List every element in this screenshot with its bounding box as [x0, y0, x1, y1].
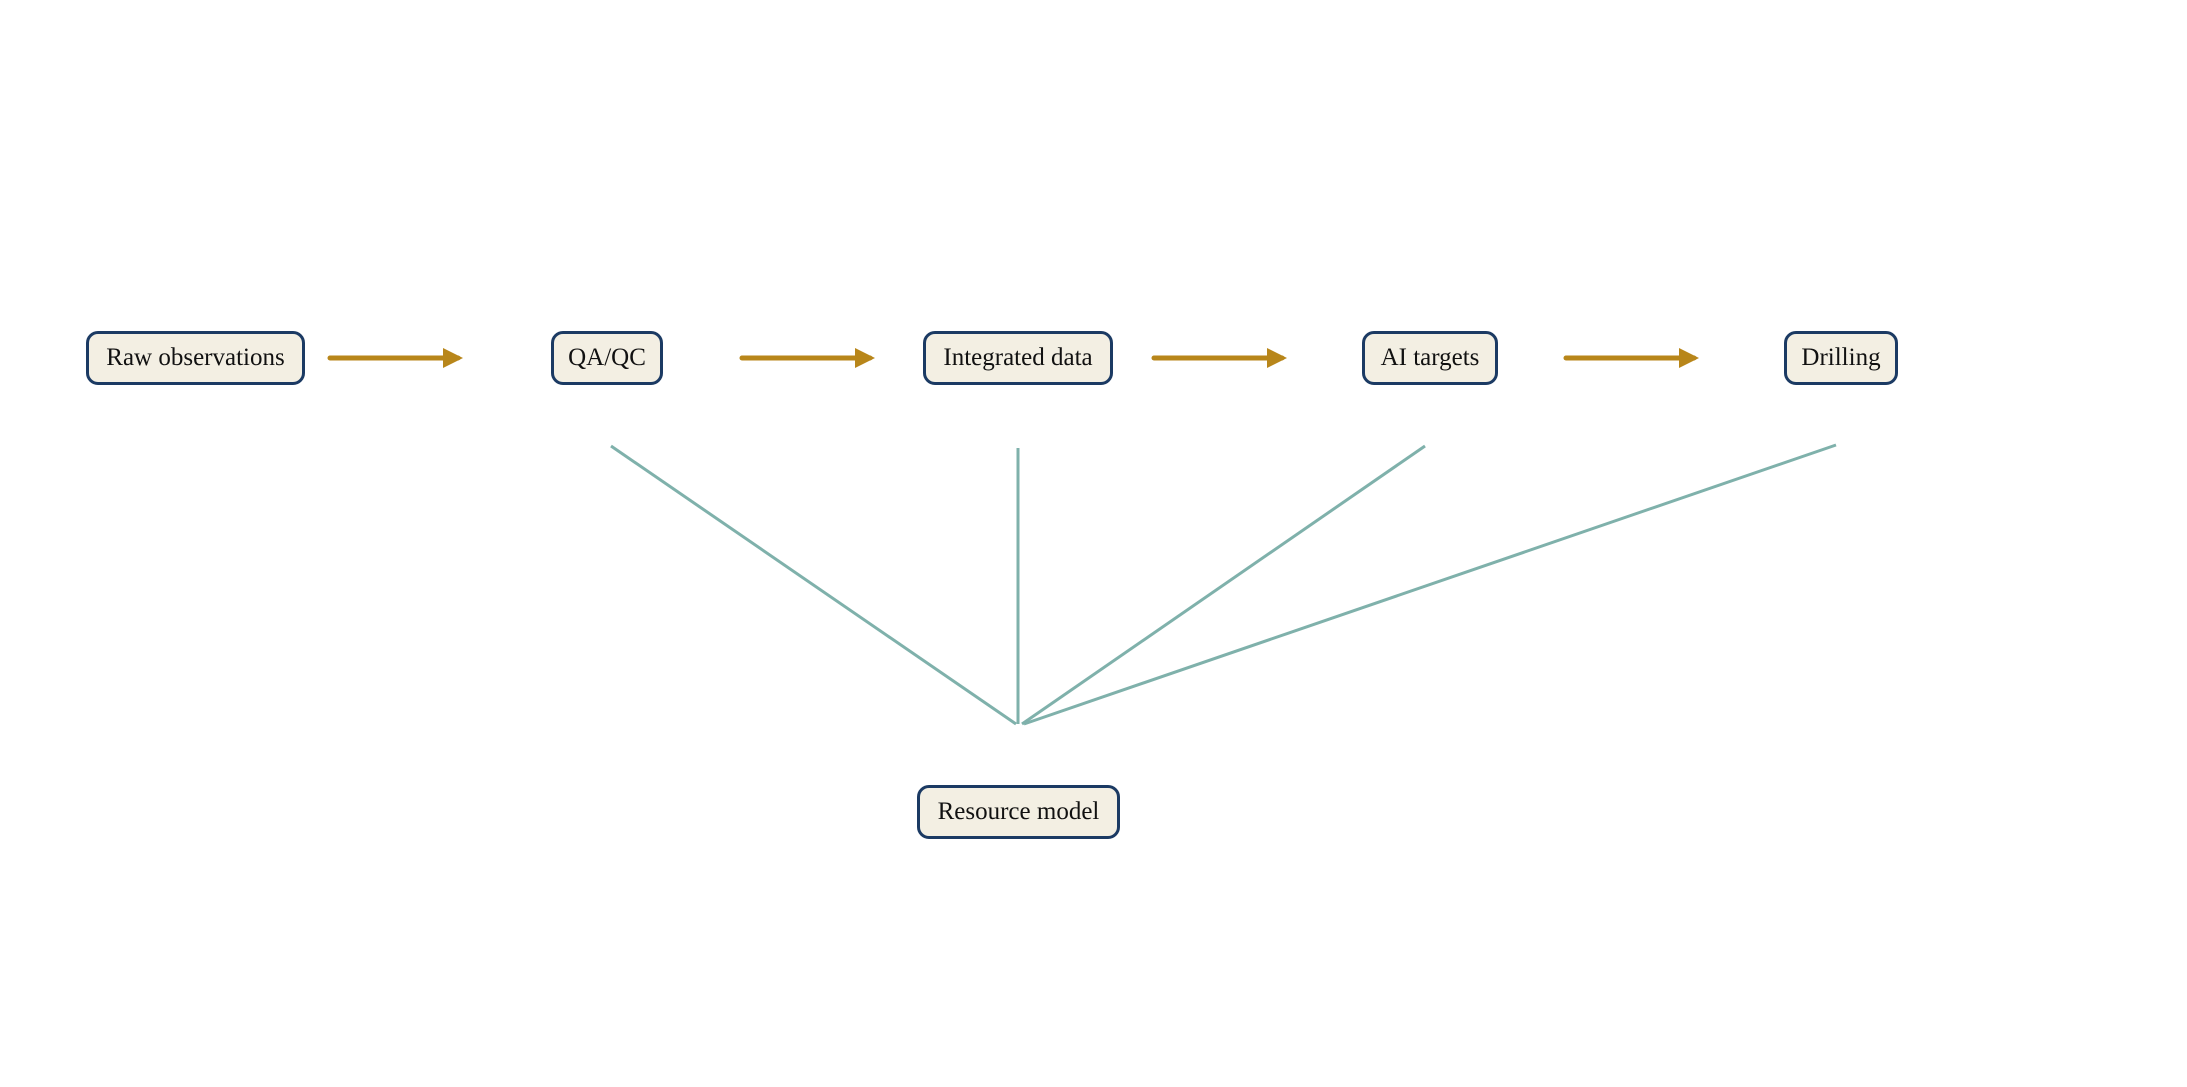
node-drilling-label: Drilling: [1801, 344, 1881, 371]
node-integrated-data: Integrated data: [923, 331, 1113, 385]
node-integrated-data-label: Integrated data: [943, 344, 1093, 371]
link-ai-to-resource: [1021, 444, 1426, 726]
node-qa-qc: QA/QC: [551, 331, 663, 385]
node-resource-model-label: Resource model: [937, 798, 1100, 825]
link-qaqc-to-resource: [610, 444, 1017, 726]
node-raw-observations-label: Raw observations: [106, 344, 285, 371]
node-raw-observations: Raw observations: [86, 331, 305, 385]
node-ai-targets: AI targets: [1362, 331, 1498, 385]
node-qa-qc-label: QA/QC: [568, 344, 646, 371]
node-resource-model: Resource model: [917, 785, 1120, 839]
link-drilling-to-resource: [1023, 443, 1837, 726]
node-drilling: Drilling: [1784, 331, 1898, 385]
node-ai-targets-label: AI targets: [1380, 344, 1480, 371]
